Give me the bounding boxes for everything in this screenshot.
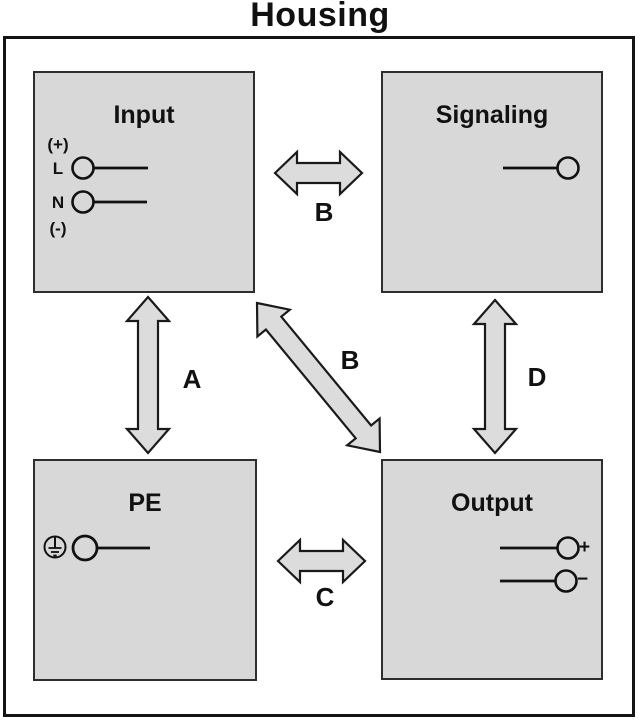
output-box-title: Output	[451, 489, 533, 517]
input-neutral-terminal-circle	[71, 190, 95, 214]
arrow-b-top-label: B	[314, 197, 334, 227]
pe-box: PE	[33, 459, 257, 681]
signaling-box: Signaling	[381, 71, 603, 293]
input-plus-polarity-label: (+)	[47, 135, 69, 154]
output-minus-terminal-label: −	[577, 569, 589, 590]
input-line-terminal-label: L	[52, 159, 64, 178]
input-minus-polarity-label: (-)	[49, 219, 67, 238]
arrow-c-label: C	[315, 582, 335, 612]
output-terminals-icon	[500, 536, 580, 593]
pe-terminal-icon	[43, 534, 150, 562]
input-neutral-terminal-label: N	[51, 193, 65, 212]
signaling-box-title: Signaling	[435, 101, 549, 129]
output-plus-terminal-circle	[556, 536, 580, 560]
arrow-b-diagonal-label: B	[340, 345, 360, 375]
signaling-terminal-icon	[503, 156, 580, 180]
input-line-terminal-circle	[71, 156, 95, 180]
output-minus-terminal-circle	[554, 569, 578, 593]
signaling-terminal-circle	[556, 156, 580, 180]
pe-box-title: PE	[128, 489, 162, 517]
input-box-title: Input	[113, 101, 175, 129]
arrow-d-label: D	[527, 362, 547, 392]
arrow-a-label: A	[182, 364, 202, 394]
output-plus-terminal-label: +	[579, 537, 591, 558]
output-box: Output + −	[381, 459, 603, 680]
input-terminals-icon	[71, 156, 148, 214]
protective-earth-icon	[43, 535, 67, 559]
pe-terminal-circle	[71, 534, 99, 562]
page-title: Housing	[250, 0, 390, 34]
input-box: Input (+) L N (-)	[33, 71, 255, 293]
